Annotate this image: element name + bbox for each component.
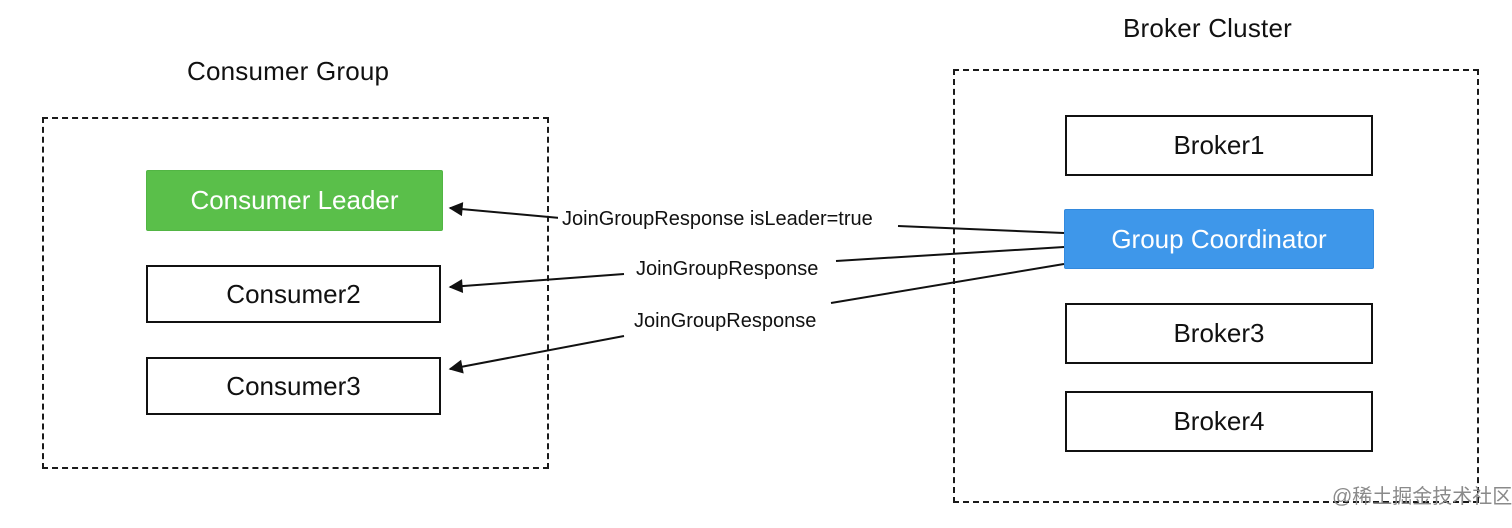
node-broker4: Broker4 (1065, 391, 1373, 452)
node-consumer2: Consumer2 (146, 265, 441, 323)
consumer-group-container (42, 117, 549, 469)
message-label-join-group-response-isleader: JoinGroupResponse isLeader=true (558, 207, 877, 231)
watermark: @稀土掘金技术社区 (1332, 486, 1512, 508)
consumer-group-title: Consumer Group (187, 56, 390, 86)
message-label-join-group-response-2: JoinGroupResponse (632, 257, 823, 281)
node-consumer-leader: Consumer Leader (146, 170, 443, 231)
node-consumer3: Consumer3 (146, 357, 441, 415)
node-group-coordinator: Group Coordinator (1064, 209, 1374, 269)
node-broker3: Broker3 (1065, 303, 1373, 364)
broker-cluster-title: Broker Cluster (1123, 13, 1292, 43)
message-label-join-group-response-3: JoinGroupResponse (630, 309, 821, 333)
node-broker1: Broker1 (1065, 115, 1373, 176)
